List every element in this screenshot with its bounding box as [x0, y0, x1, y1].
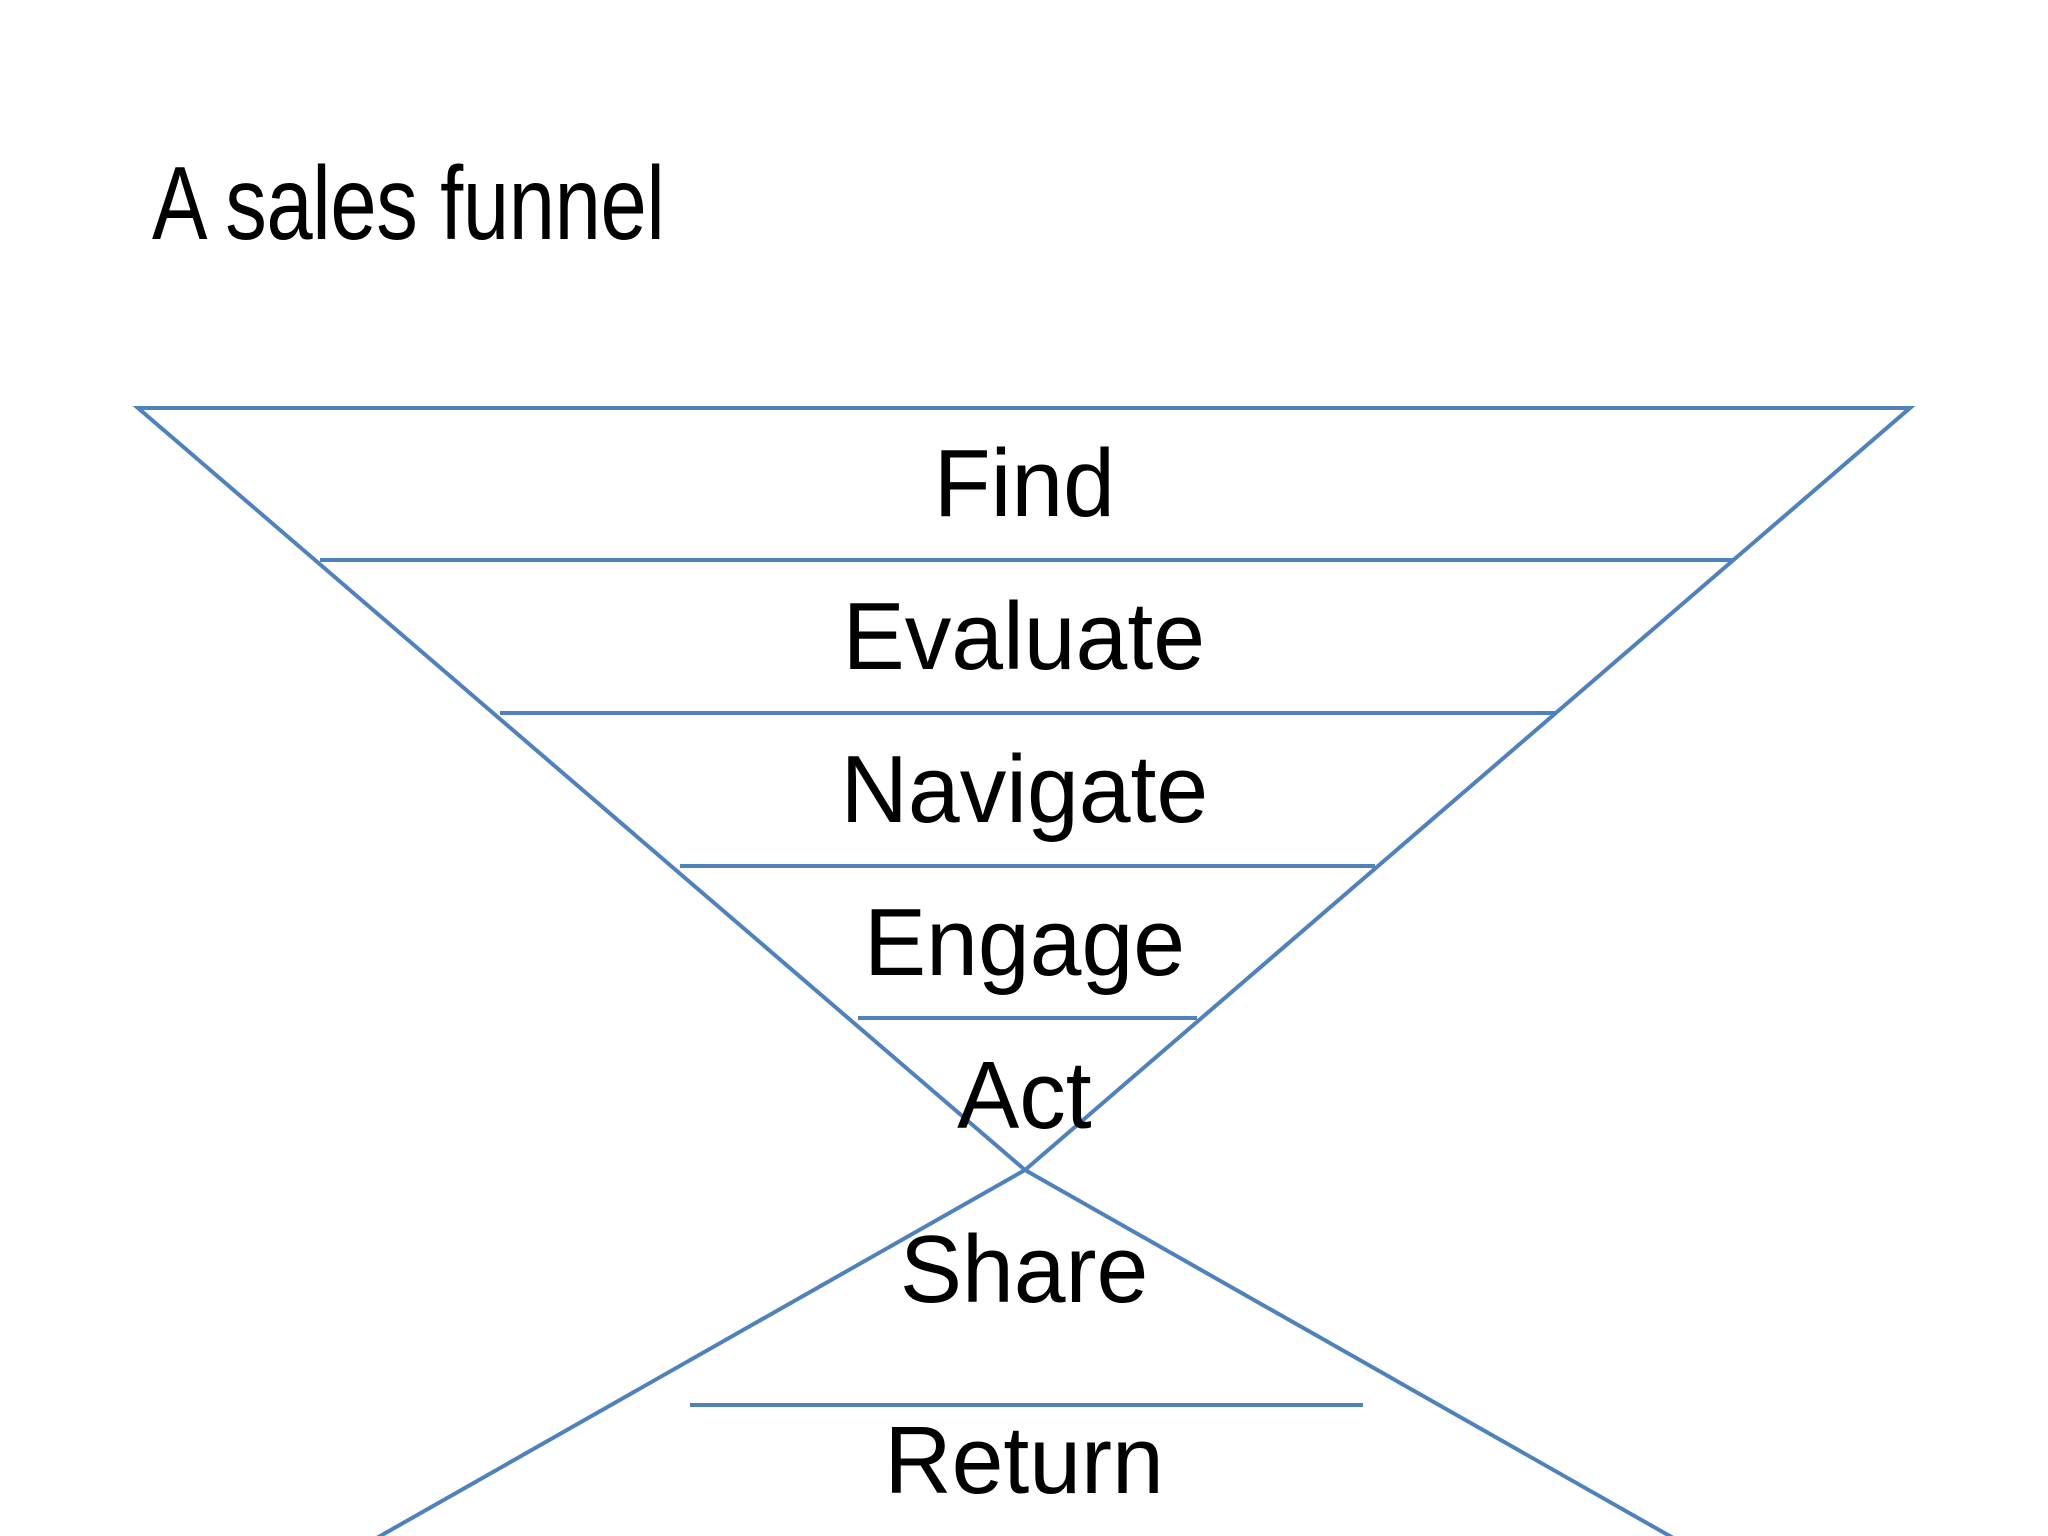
- funnel-lower-body: [376, 1167, 1674, 1536]
- funnel-upper-body: [132, 406, 1916, 1173]
- page-title: A sales funnel: [152, 146, 665, 262]
